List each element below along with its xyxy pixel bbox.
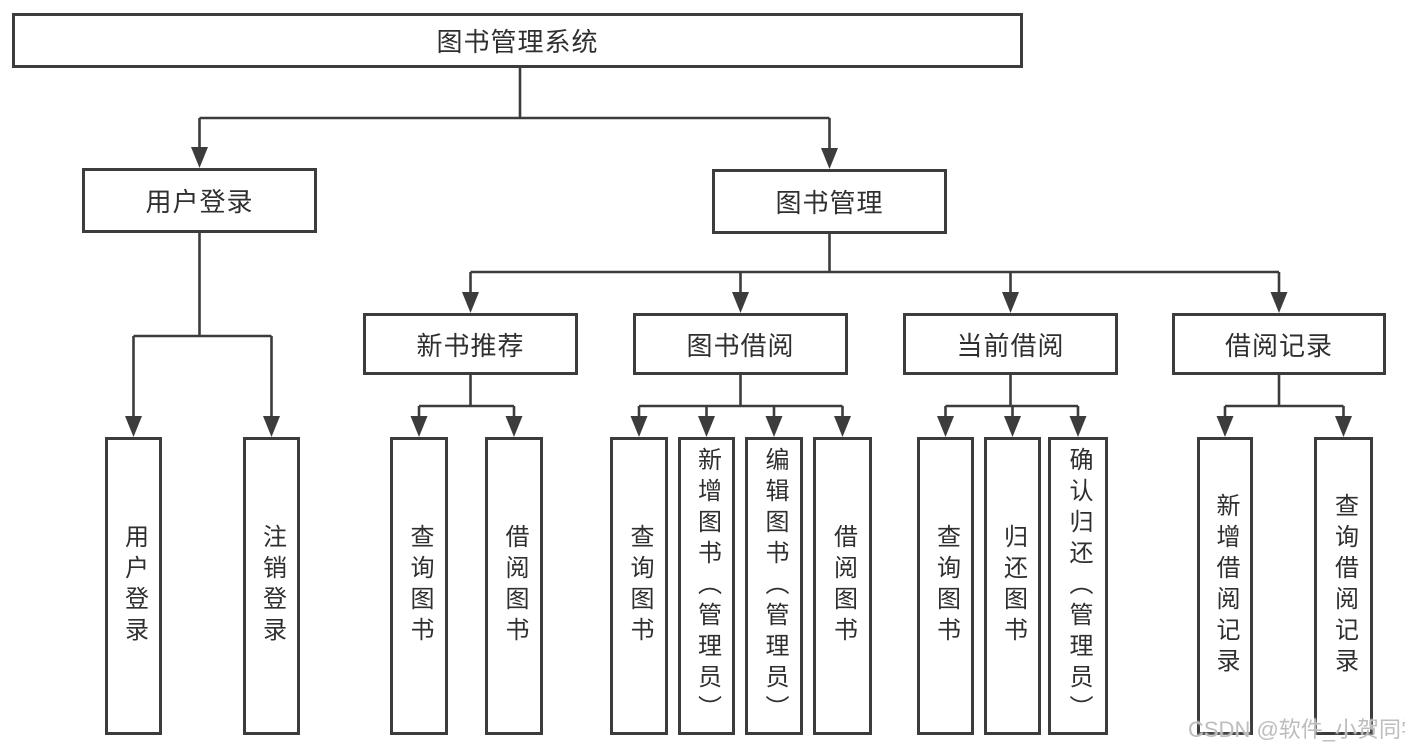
leaf-confirm-return-admin: 确认归还（管理员） <box>1048 437 1108 735</box>
node-label: 用户登录 <box>145 187 254 217</box>
leaf-label: 注销登录 <box>258 524 286 648</box>
leaf-label: 用户登录 <box>120 524 148 648</box>
node-label: 图书借阅 <box>686 330 795 361</box>
node-borrow-records: 借阅记录 <box>1172 313 1386 375</box>
leaf-label: 借阅图书 <box>829 524 857 648</box>
leaf-logout: 注销登录 <box>243 437 300 735</box>
leaf-label: 新增图书（管理员） <box>693 446 721 726</box>
node-new-book-recommend: 新书推荐 <box>363 313 578 375</box>
leaf-label: 借阅图书 <box>501 524 528 648</box>
leaf-query-borrow-record: 查询借阅记录 <box>1314 437 1373 735</box>
leaf-query-books: 查询图书 <box>390 437 448 735</box>
node-library-system: 图书管理系统 <box>12 13 1023 68</box>
leaf-label: 查询图书 <box>406 524 433 648</box>
leaf-label: 查询借阅记录 <box>1330 493 1358 679</box>
leaf-label: 归还图书 <box>999 524 1027 648</box>
leaf-borrow-books: 借阅图书 <box>813 437 872 735</box>
leaf-user-login: 用户登录 <box>105 437 162 735</box>
node-current-borrowing: 当前借阅 <box>903 313 1118 375</box>
node-label: 图书管理系统 <box>436 27 599 57</box>
node-label: 图书管理 <box>775 188 884 218</box>
leaf-query-books: 查询图书 <box>610 437 668 735</box>
leaf-borrow-books: 借阅图书 <box>485 437 543 735</box>
node-book-management: 图书管理 <box>712 169 947 234</box>
node-user-login: 用户登录 <box>82 168 317 233</box>
node-book-borrowing: 图书借阅 <box>633 313 848 375</box>
leaf-label: 确认归还（管理员） <box>1065 446 1092 726</box>
node-label: 新书推荐 <box>416 330 525 361</box>
leaf-edit-books-admin: 编辑图书（管理员） <box>745 437 803 735</box>
leaf-label: 查询图书 <box>626 524 653 648</box>
csdn-watermark: CSDN @软件_小贺同学 <box>1188 717 1405 742</box>
leaf-label: 新增借阅记录 <box>1212 493 1239 679</box>
leaf-label: 查询图书 <box>932 524 960 648</box>
node-label: 借阅记录 <box>1224 330 1333 361</box>
leaf-query-books: 查询图书 <box>917 437 974 735</box>
node-label: 当前借阅 <box>956 330 1065 361</box>
leaf-add-books-admin: 新增图书（管理员） <box>678 437 735 735</box>
leaf-add-borrow-record: 新增借阅记录 <box>1197 437 1253 735</box>
leaf-label: 编辑图书（管理员） <box>761 446 788 726</box>
leaf-return-books: 归还图书 <box>984 437 1041 735</box>
